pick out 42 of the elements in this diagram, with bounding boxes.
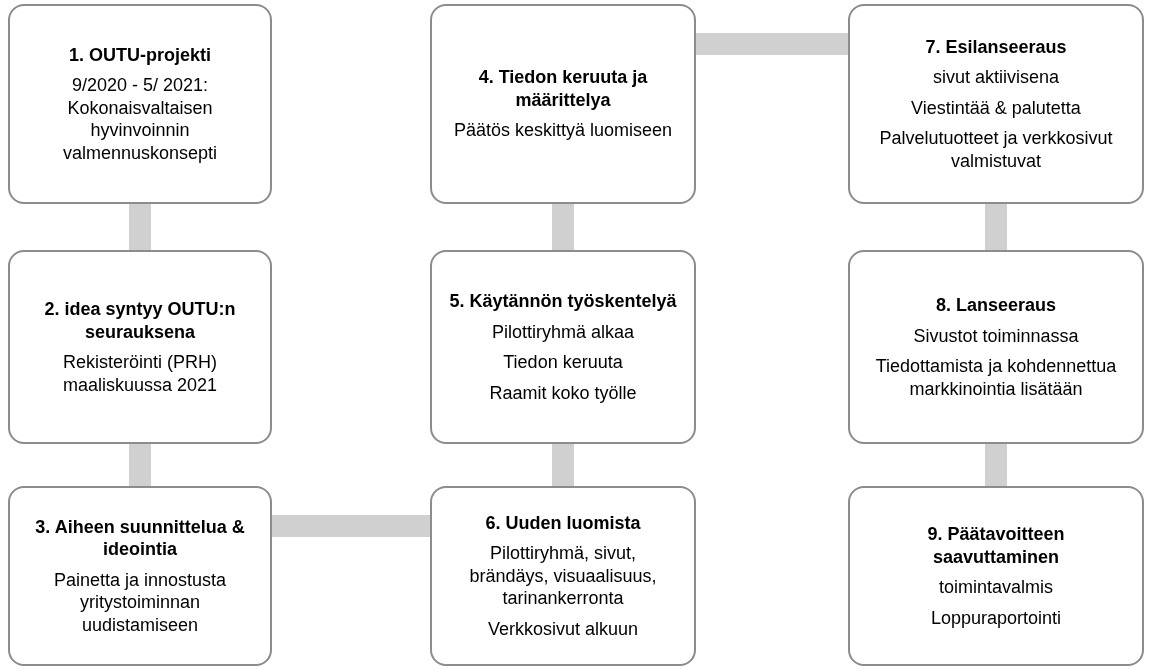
step-text: Tiedottamista ja kohdennettua markkinointia lisätään <box>874 355 1118 400</box>
step-heading: 8. Lanseeraus <box>935 294 1057 317</box>
step-heading: 9. Päätavoitteen saavuttaminen <box>926 523 1066 568</box>
step-heading: 7. Esilanseeraus <box>925 35 1067 59</box>
step-text: sivut aktiivisena <box>932 66 1060 89</box>
step-heading: 2. idea syntyy OUTU:n seurauksena <box>43 298 237 343</box>
step-heading: 3. Aiheen suunnittelua & ideointia <box>34 515 246 561</box>
step-box <box>848 4 1144 204</box>
step-box <box>848 486 1144 666</box>
step-heading: 1. OUTU-projekti <box>69 43 211 67</box>
step-text: 9/2020 - 5/ 2021: Kokonaisvaltaisen hyvinvoinnin valmennuskonsepti <box>61 74 219 165</box>
step-box <box>8 4 272 204</box>
step-text: Pilottiryhmä, sivut, brändäys, visuaalisuus, tarinankerronta <box>468 542 658 610</box>
step-text: Pilottiryhmä alkaa <box>491 320 635 343</box>
step-box <box>430 486 696 666</box>
connector-bar <box>985 444 1007 486</box>
step-text: Raamit koko työlle <box>489 381 637 404</box>
step-text: toimintavalmis <box>939 576 1053 599</box>
step-box <box>430 4 696 204</box>
connector-bar <box>272 515 430 537</box>
step-box <box>848 250 1144 444</box>
step-text: Loppuraportointi <box>930 606 1062 629</box>
step-heading: 6. Uuden luomista <box>485 511 641 535</box>
step-text: Palvelutuotteet ja verkkosivut valmistuvat <box>878 127 1114 173</box>
connector-bar <box>985 204 1007 250</box>
step-heading: 5. Käytännön työskentelyä <box>449 290 677 313</box>
connector-bar <box>129 444 151 486</box>
step-box <box>8 486 272 666</box>
step-text: Viestintää & palutetta <box>911 96 1081 120</box>
connector-bar <box>552 204 574 250</box>
step-heading: 4. Tiedon keruuta ja määrittelya <box>477 66 649 112</box>
step-box <box>430 250 696 444</box>
step-text: Painetta ja innostusta yritystoiminnan uudistamiseen <box>52 568 228 637</box>
connector-bar <box>129 204 151 250</box>
step-box <box>8 250 272 444</box>
connector-bar <box>696 33 848 55</box>
step-text: Sivustot toiminnassa <box>913 324 1079 347</box>
step-text: Tiedon keruuta <box>503 351 623 374</box>
step-text: Päätös keskittyä luomiseen <box>453 119 673 142</box>
step-text: Verkkosivut alkuun <box>487 617 639 641</box>
connector-bar <box>552 444 574 486</box>
step-text: Rekisteröinti (PRH) maaliskuussa 2021 <box>61 351 219 396</box>
